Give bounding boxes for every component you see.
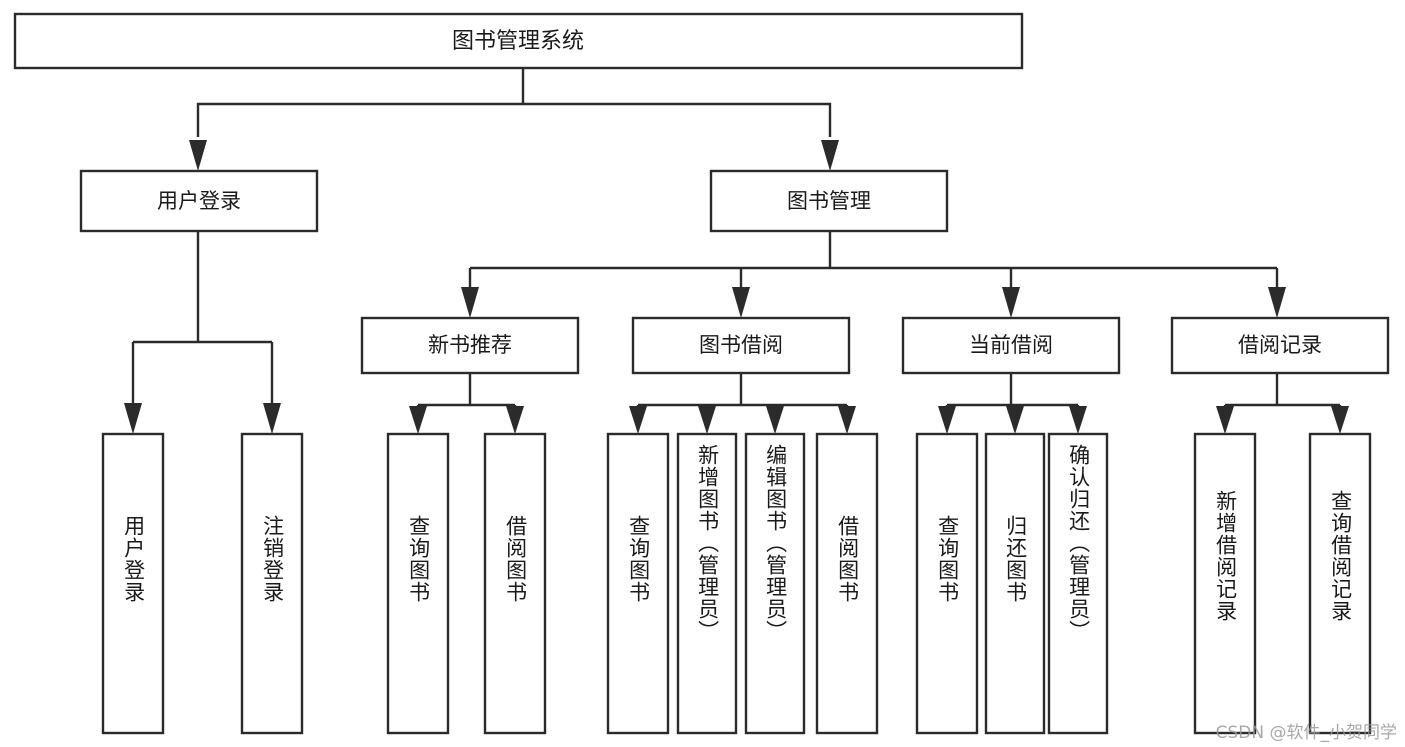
arrow-to-leaf-user-login — [124, 403, 142, 434]
arrow-to-leaf-query-book-2 — [629, 406, 647, 434]
arrow-to-leaf-confirm-return — [1069, 406, 1087, 434]
node-user-login[interactable]: 用户登录 — [79, 169, 319, 233]
arrow-to-leaf-query-book-3 — [938, 406, 956, 434]
node-root-label: 图书管理系统 — [452, 29, 584, 54]
node-root-box[interactable] — [13, 12, 1024, 70]
arrow-to-current-borrow — [1002, 287, 1020, 318]
connector-layer — [124, 68, 1349, 434]
node-book-borrow-box[interactable] — [631, 316, 851, 375]
node-borrow-record[interactable]: 借阅记录 — [1170, 316, 1390, 375]
node-leaf-query-book-1-box[interactable] — [386, 432, 450, 735]
node-current-borrow-box[interactable] — [901, 316, 1121, 375]
node-leaf-logout-box[interactable] — [240, 432, 304, 735]
node-book-manage[interactable]: 图书管理 — [709, 169, 949, 233]
arrow-to-leaf-edit-book — [766, 406, 784, 434]
arrow-to-leaf-add-book — [698, 406, 716, 434]
edge-root-to-level2-trunk — [196, 102, 832, 137]
node-current-borrow[interactable]: 当前借阅 — [901, 316, 1121, 375]
arrow-to-leaf-query-book-1 — [409, 406, 427, 434]
node-book-manage-box[interactable] — [709, 169, 949, 233]
node-leaf-return-book-box[interactable] — [984, 432, 1046, 735]
node-user-login-box[interactable] — [79, 169, 319, 233]
node-leaf-user-login-box[interactable] — [101, 432, 165, 735]
node-leaf-query-book-3-box[interactable] — [915, 432, 979, 735]
arrow-to-leaf-return-book — [1006, 406, 1024, 434]
node-current-borrow-label: 当前借阅 — [969, 333, 1053, 357]
arrow-to-leaf-add-record — [1216, 406, 1234, 434]
arrow-to-book-manage — [821, 140, 839, 171]
node-leaf-add-record-box[interactable] — [1193, 432, 1257, 735]
node-leaf-borrow-book-1-box[interactable] — [483, 432, 547, 735]
node-borrow-record-box[interactable] — [1170, 316, 1390, 375]
node-book-manage-label: 图书管理 — [787, 189, 871, 213]
arrow-to-leaf-logout — [263, 403, 281, 434]
node-leaf-confirm-return-box[interactable] — [1047, 432, 1109, 735]
node-book-borrow[interactable]: 图书借阅 — [631, 316, 851, 375]
node-leaf-edit-book-box[interactable] — [744, 432, 806, 735]
node-borrow-record-label: 借阅记录 — [1238, 333, 1322, 357]
arrow-to-user-login — [189, 140, 207, 171]
node-book-borrow-label: 图书借阅 — [699, 333, 783, 357]
node-leaf-borrow-book-2-box[interactable] — [815, 432, 879, 735]
arrow-to-leaf-query-record — [1331, 406, 1349, 434]
arrow-to-new-book-rec — [461, 287, 479, 318]
arrow-to-borrow-record — [1268, 287, 1286, 318]
node-root[interactable]: 图书管理系统 — [13, 12, 1024, 70]
node-new-book-rec-label: 新书推荐 — [428, 333, 512, 357]
node-new-book-rec[interactable]: 新书推荐 — [360, 316, 580, 375]
arrow-to-book-borrow — [732, 287, 750, 318]
arrow-to-leaf-borrow-book-1 — [506, 406, 524, 434]
arrow-to-leaf-borrow-book-2 — [838, 406, 856, 434]
node-leaf-add-book-box[interactable] — [676, 432, 738, 735]
node-leaf-query-record-box[interactable] — [1308, 432, 1372, 735]
leaf-node-layer — [101, 432, 1372, 735]
csdn-watermark: CSDN @软件_小贺同学 — [1215, 723, 1397, 743]
node-user-login-label: 用户登录 — [157, 189, 241, 213]
node-leaf-query-book-2-box[interactable] — [606, 432, 670, 735]
node-new-book-rec-box[interactable] — [360, 316, 580, 375]
